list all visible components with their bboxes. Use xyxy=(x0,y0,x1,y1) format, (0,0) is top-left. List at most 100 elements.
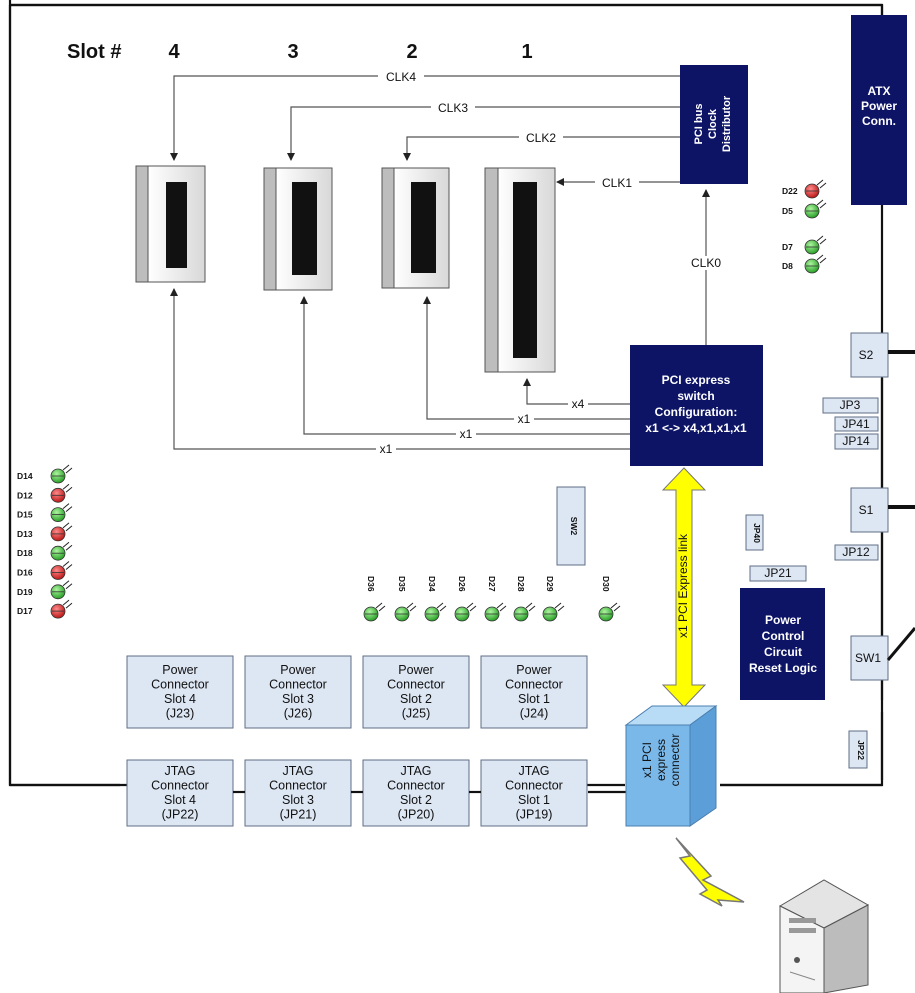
led-d27 xyxy=(484,602,507,622)
led-d16 xyxy=(50,561,73,580)
led-label-d17: D17 xyxy=(17,606,33,616)
led-d14 xyxy=(50,464,73,484)
led-label-d27: D27 xyxy=(487,576,497,592)
svg-text:connector: connector xyxy=(668,734,682,787)
led-label-d12: D12 xyxy=(17,490,33,500)
jtag-connector-slot-4-line: Slot 4 xyxy=(164,793,196,807)
led-label-d29: D29 xyxy=(545,576,555,592)
svg-text:Circuit: Circuit xyxy=(764,645,802,659)
pci-express-switch: PCI express switch Configuration: x1 <->… xyxy=(630,345,763,466)
jumper-jp12: JP12 xyxy=(834,544,879,561)
jumper-jp21: JP21 xyxy=(749,565,807,582)
svg-text:JP40: JP40 xyxy=(752,523,762,543)
svg-text:JP22: JP22 xyxy=(856,740,866,760)
jumper-jp40: JP40 xyxy=(745,514,764,551)
power-connector-slot-4-line: Connector xyxy=(151,678,209,692)
svg-text:Configuration:: Configuration: xyxy=(655,405,738,419)
jumper-jp3: JP3 xyxy=(822,397,879,414)
svg-text:ATX: ATX xyxy=(867,84,890,98)
led-label-d15: D15 xyxy=(17,510,33,520)
svg-text:JP14: JP14 xyxy=(842,434,870,448)
power-connector-slot-2-line: Connector xyxy=(387,678,445,692)
lane-x1-slot3-label: x1 xyxy=(460,427,473,441)
jtag-connector-slot-1-line: JTAG xyxy=(518,764,549,778)
clock-lines: CLK4 CLK3 CLK2 CLK1 CLK0 xyxy=(170,70,728,345)
power-connector-slot-3-line: Connector xyxy=(269,678,327,692)
host-computer-icon xyxy=(778,879,870,993)
jtag-connector-slot-2-line: Slot 2 xyxy=(400,793,432,807)
power-connector-slot-4-line: Slot 4 xyxy=(164,692,196,706)
led-label-d7: D7 xyxy=(782,242,793,252)
slot-header-1: 1 xyxy=(521,41,532,63)
led-d28 xyxy=(513,602,536,622)
x1-pci-express-link: x1 PCI Express link xyxy=(661,467,707,708)
svg-text:SW1: SW1 xyxy=(855,651,881,665)
lane-x1-slot2-label: x1 xyxy=(518,412,531,426)
svg-text:SW2: SW2 xyxy=(569,517,579,536)
svg-text:PCI express: PCI express xyxy=(662,373,731,387)
jtag-connector-slot-2-line: JTAG xyxy=(400,764,431,778)
svg-text:S2: S2 xyxy=(859,348,874,362)
led-d8 xyxy=(804,254,827,274)
svg-text:Power: Power xyxy=(861,99,897,113)
led-label-d5: D5 xyxy=(782,206,793,216)
svg-text:Distributor: Distributor xyxy=(721,95,733,152)
led-d26 xyxy=(454,602,477,622)
jtag-connector-slot-3-line: (JP21) xyxy=(280,808,317,822)
svg-text:Conn.: Conn. xyxy=(862,114,896,128)
lightning-bolt-icon xyxy=(675,837,745,907)
led-label-d13: D13 xyxy=(17,529,33,539)
svg-text:x1 <-> x4,x1,x1,x1: x1 <-> x4,x1,x1,x1 xyxy=(645,421,747,435)
clk2-label: CLK2 xyxy=(526,131,556,145)
slot-number-heading: Slot # xyxy=(67,41,121,63)
power-connector-slot-2-line: (J25) xyxy=(402,707,430,721)
svg-text:Clock: Clock xyxy=(707,108,719,139)
x1-pci-express-connector: x1 PCI express connector xyxy=(624,705,718,827)
svg-text:express: express xyxy=(654,739,668,781)
power-connector-slot-2-line: Slot 2 xyxy=(400,692,432,706)
jumper-jp22: JP22 xyxy=(848,730,868,769)
led-d18 xyxy=(50,541,73,561)
led-d30 xyxy=(598,602,621,622)
clk0-label: CLK0 xyxy=(691,256,721,270)
led-d22 xyxy=(804,179,827,199)
pcie-slot-4 xyxy=(135,165,206,283)
slot-header-3: 3 xyxy=(287,41,298,63)
jtag-connector-slot-2-line: Connector xyxy=(387,779,445,793)
svg-text:Control: Control xyxy=(762,629,805,643)
power-control-circuit: Power Control Circuit Reset Logic xyxy=(740,588,825,700)
led-d29 xyxy=(542,602,565,622)
switch-s1: S1 xyxy=(850,487,915,533)
svg-text:switch: switch xyxy=(677,389,714,403)
jtag-connector-slot-2-line: (JP20) xyxy=(398,808,435,822)
link-label: x1 PCI Express link xyxy=(676,533,690,638)
svg-text:x1 PCI: x1 PCI xyxy=(640,742,654,778)
led-d15 xyxy=(50,503,73,522)
svg-text:PCI bus: PCI bus xyxy=(693,104,705,145)
atx-power-connector: ATX Power Conn. xyxy=(851,15,907,205)
power-connector-slot-1-line: Connector xyxy=(505,678,563,692)
lane-x4-label: x4 xyxy=(572,397,585,411)
led-d17 xyxy=(50,599,73,619)
lane-x1-slot4-label: x1 xyxy=(380,442,393,456)
jtag-connector-slot-1-line: Connector xyxy=(505,779,563,793)
power-connector-slot-1-line: Slot 1 xyxy=(518,692,550,706)
led-label-d8: D8 xyxy=(782,261,793,271)
svg-text:JP3: JP3 xyxy=(840,398,861,412)
slot-header-2: 2 xyxy=(406,41,417,63)
led-d19 xyxy=(50,580,73,600)
svg-text:S1: S1 xyxy=(859,503,874,517)
jtag-connector-slot-1-line: (JP19) xyxy=(516,808,553,822)
led-label-d18: D18 xyxy=(17,548,33,558)
pcie-slot-2 xyxy=(381,167,450,289)
led-label-d35: D35 xyxy=(397,576,407,592)
led-d36 xyxy=(363,602,386,622)
power-connector-slot-1-line: Power xyxy=(516,663,551,677)
